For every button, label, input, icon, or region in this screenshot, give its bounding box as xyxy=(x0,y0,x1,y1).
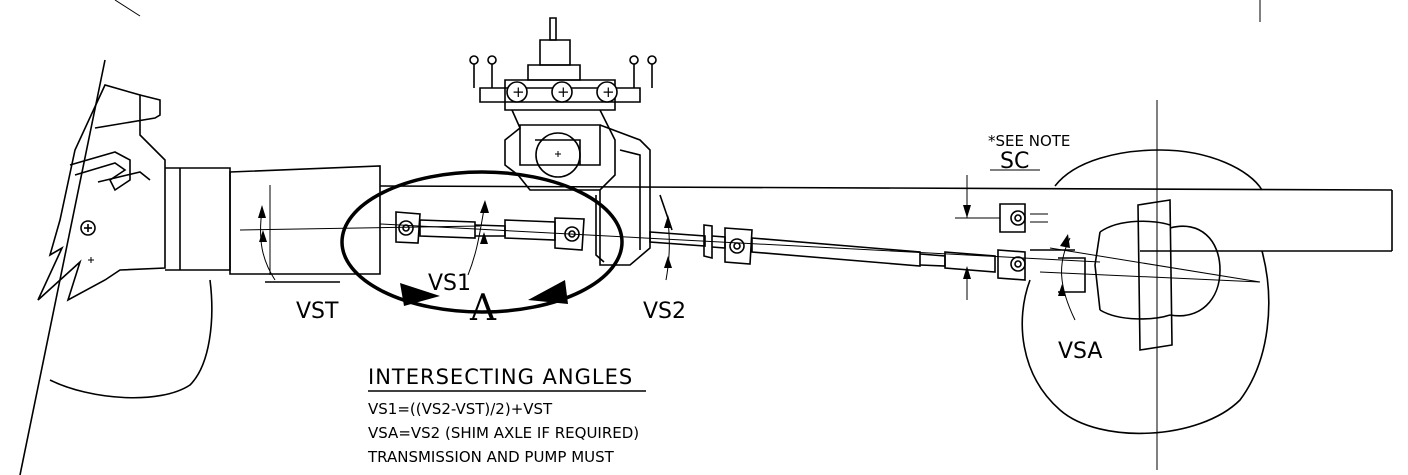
detail-a-circle xyxy=(340,170,624,314)
vs2-label: VS2 xyxy=(643,299,686,324)
vsa-dimension xyxy=(1058,234,1076,321)
sc-label: SC xyxy=(1000,149,1029,174)
detail-a-label: A xyxy=(469,288,497,329)
svg-text:+: + xyxy=(557,83,570,101)
sc-reference-yoke xyxy=(999,203,1048,233)
engine-block xyxy=(19,59,166,475)
rear-axle xyxy=(1039,199,1261,351)
rear-wheel xyxy=(1021,100,1270,470)
note-line-3: TRANSMISSION AND PUMP MUST xyxy=(367,448,615,466)
note-line-1: VS1=((VS2-VST)/2)+VST xyxy=(368,400,553,418)
vst-dimension xyxy=(258,205,276,281)
front-wheel xyxy=(49,279,213,399)
vst-label: VST xyxy=(296,299,339,324)
notes-heading: INTERSECTING ANGLES xyxy=(368,365,633,389)
vs1-dimension xyxy=(467,200,489,276)
angle-labels: VST VS1 VS2 VSA SC A *SEE NOTE xyxy=(296,132,1102,364)
sc-dimension xyxy=(955,169,1040,300)
vs2-dimension xyxy=(664,215,672,281)
svg-text:+: + xyxy=(602,83,615,101)
vsa-label: VSA xyxy=(1058,339,1102,364)
see-note-label: *SEE NOTE xyxy=(988,132,1070,150)
driveshaft-1 xyxy=(379,211,1101,263)
pump-assembly: + + + xyxy=(469,17,673,266)
vs1-label: VS1 xyxy=(428,271,471,296)
svg-text:+: + xyxy=(512,83,525,101)
driveshaft-2 xyxy=(649,224,1026,281)
notes-block: INTERSECTING ANGLES VS1=((VS2-VST)/2)+VS… xyxy=(367,365,646,466)
frame-rail xyxy=(379,185,1393,252)
top-edge-lines xyxy=(114,0,1261,22)
note-line-2: VSA=VS2 (SHIM AXLE IF REQUIRED) xyxy=(368,424,639,442)
transmission xyxy=(165,165,481,283)
